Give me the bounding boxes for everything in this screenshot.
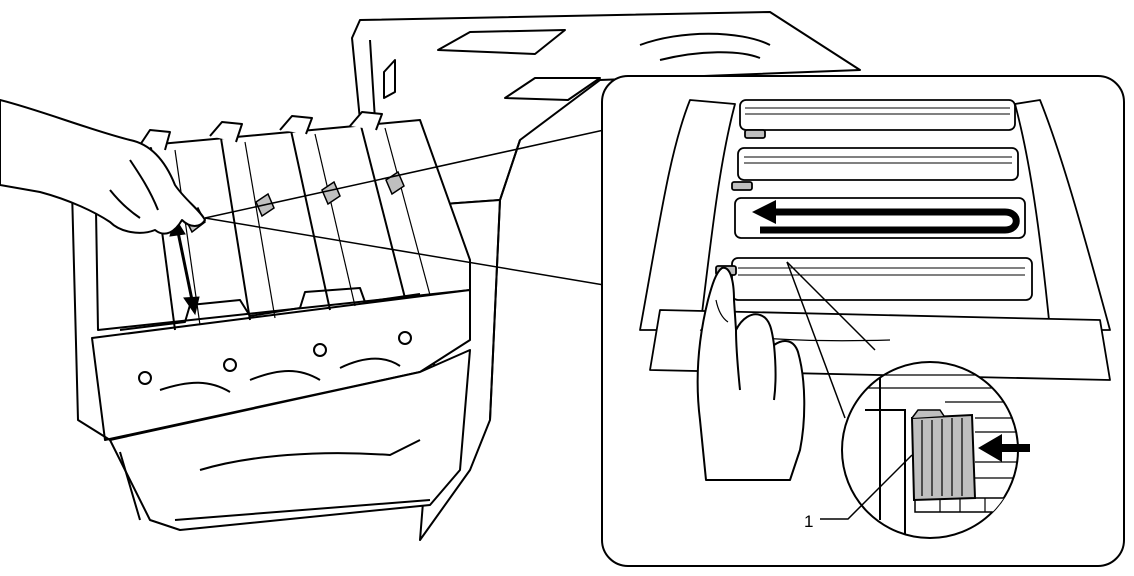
drum-cylinders: [731, 99, 1033, 301]
slide-arrow-inset: [752, 200, 1020, 234]
hand-inset: [696, 266, 806, 481]
magnifier-pointer: [786, 261, 876, 419]
hand-left: [0, 99, 206, 235]
inset-panel: [601, 75, 1125, 567]
drum-drawer: [71, 111, 471, 531]
pointer-lines: [204, 129, 605, 286]
push-arrow: [978, 434, 1030, 462]
callout-1-label: 1: [804, 512, 814, 531]
callout-1-leader: [820, 454, 913, 520]
